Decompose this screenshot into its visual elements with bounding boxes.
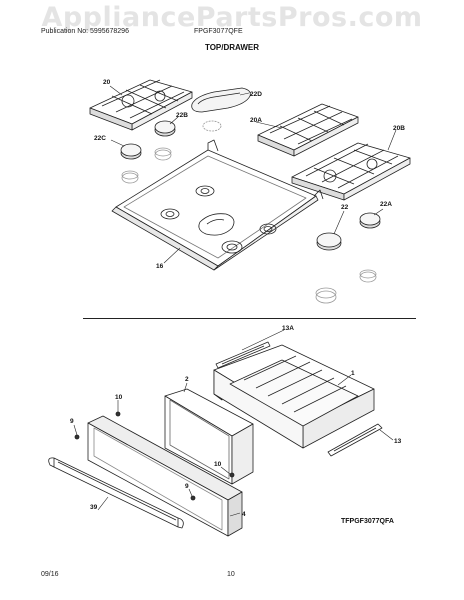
screws xyxy=(74,411,235,501)
section-divider xyxy=(83,318,416,319)
drawer-front-4 xyxy=(87,415,243,537)
callout-13: 13 xyxy=(394,438,402,445)
section-title: TOP/DRAWER xyxy=(204,43,260,52)
footer-date: 09/16 xyxy=(41,571,59,578)
model-number: FPGF3077QFE xyxy=(194,28,243,35)
publication-number: Publication No: 5995678296 xyxy=(41,28,129,35)
callout-13a: 13A xyxy=(282,325,294,332)
burner-head xyxy=(121,120,377,304)
callout-10-bottom: 10 xyxy=(214,461,222,468)
callout-22a: 22A xyxy=(380,201,392,208)
drawer-slide-13a xyxy=(215,341,271,369)
burner-cap-22c xyxy=(120,143,142,160)
grate-20a xyxy=(257,103,359,157)
drawer-body-1 xyxy=(213,344,375,449)
diagram-code: TFPGF3077QFA xyxy=(341,518,394,525)
callout-10-top: 10 xyxy=(115,394,123,401)
callout-20: 20 xyxy=(103,79,111,86)
drawer-handle-39 xyxy=(48,457,184,529)
callout-22: 22 xyxy=(341,204,349,211)
callout-9-left: 9 xyxy=(70,418,74,425)
callout-20b: 20B xyxy=(393,125,405,132)
grate-20b xyxy=(291,142,411,201)
callout-39: 39 xyxy=(90,504,98,511)
callout-22b: 22B xyxy=(176,112,188,119)
cooktop-16 xyxy=(111,139,324,271)
callout-1: 1 xyxy=(351,370,355,377)
griddle-22d xyxy=(191,87,251,113)
callout-4: 4 xyxy=(242,511,246,518)
leader-lines-top xyxy=(109,85,397,264)
watermark: AppliancePartsPros.com xyxy=(41,2,423,33)
callout-20a: 20A xyxy=(250,117,262,124)
drawer-slide-13 xyxy=(327,423,383,457)
callout-22c: 22C xyxy=(94,135,106,142)
grate-20 xyxy=(89,79,193,131)
callout-2: 2 xyxy=(185,376,189,383)
page-number: 10 xyxy=(227,571,235,578)
callout-9-bottom: 9 xyxy=(185,483,189,490)
burner-cap-22a xyxy=(359,212,381,229)
burner-cap-22b xyxy=(154,120,176,137)
callout-16: 16 xyxy=(156,263,164,270)
burner-cap-22 xyxy=(316,232,342,251)
callout-22d: 22D xyxy=(250,91,262,98)
leader-lines-drawer xyxy=(73,329,394,517)
drawer-panel-2 xyxy=(164,388,254,485)
